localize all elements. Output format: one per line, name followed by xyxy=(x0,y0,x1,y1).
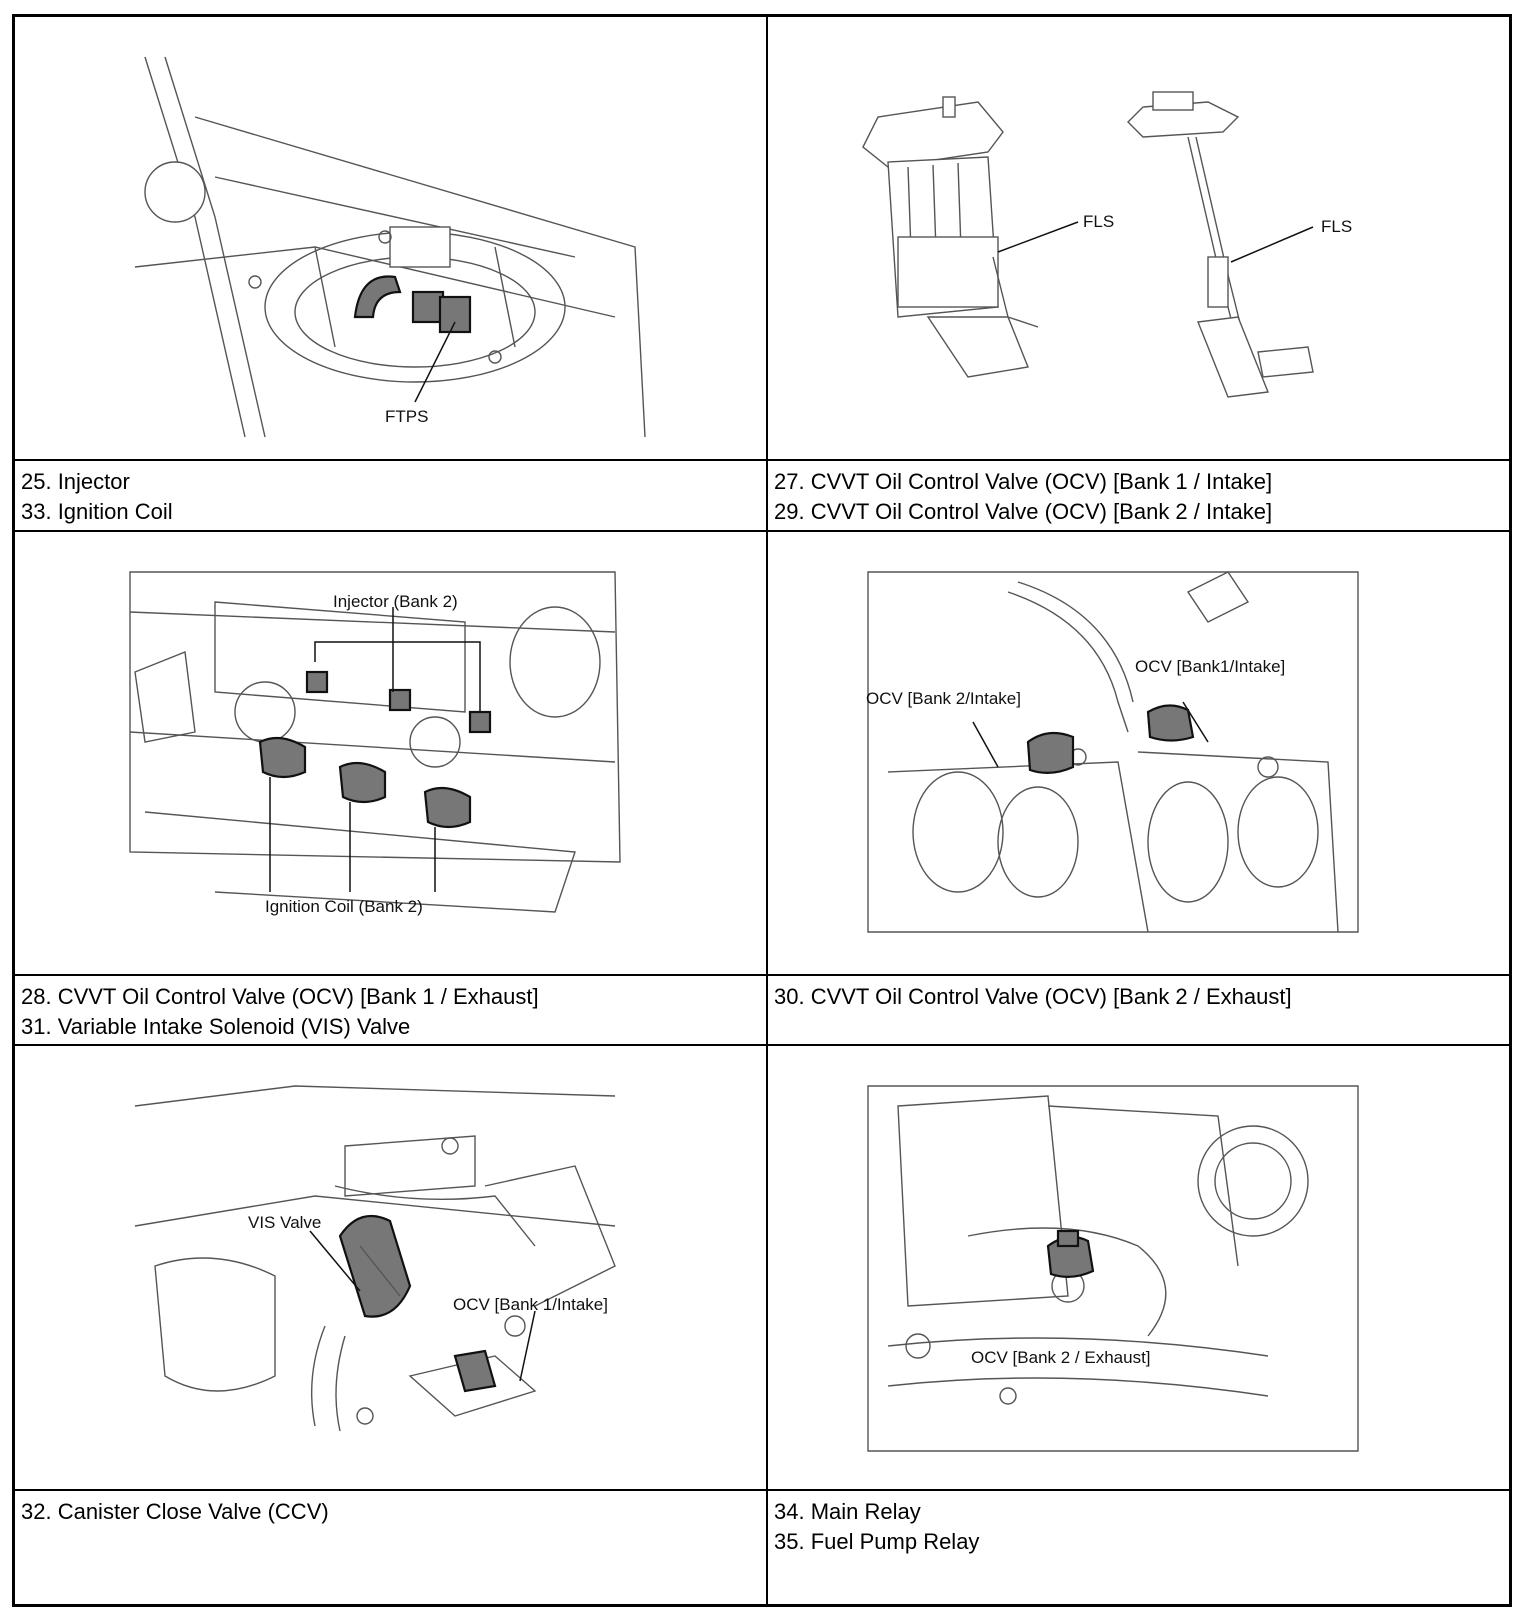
caption-panel-1: 25. Injector 33. Ignition Coil xyxy=(15,461,766,530)
label-ftps: FTPS xyxy=(385,407,428,426)
row-divider xyxy=(15,1044,1509,1046)
fls-illustration: FLS FLS xyxy=(768,17,1513,459)
label-ocv-bank1-intake-2: OCV [Bank 1/Intake] xyxy=(453,1295,608,1314)
injector-ignition-illustration: Injector (Bank 2) Ignition Coil (Bank 2) xyxy=(15,532,766,974)
caption-panel-2: 27. CVVT Oil Control Valve (OCV) [Bank 1… xyxy=(768,461,1513,530)
label-ocv-bank2-intake: OCV [Bank 2/Intake] xyxy=(866,689,1021,708)
caption-line: 28. CVVT Oil Control Valve (OCV) [Bank 1… xyxy=(21,984,539,1009)
label-fls-1: FLS xyxy=(1083,212,1114,231)
ocv-exhaust-illustration: OCV [Bank 2 / Exhaust] xyxy=(768,1046,1513,1489)
row-divider xyxy=(15,459,1509,461)
vis-valve-illustration: VIS Valve OCV [Bank 1/Intake] xyxy=(15,1046,766,1489)
caption-line: 27. CVVT Oil Control Valve (OCV) [Bank 1… xyxy=(774,469,1273,494)
caption-line: 32. Canister Close Valve (CCV) xyxy=(21,1499,329,1524)
caption-panel-3: 28. CVVT Oil Control Valve (OCV) [Bank 1… xyxy=(15,976,766,1044)
caption-line: 29. CVVT Oil Control Valve (OCV) [Bank 2… xyxy=(774,499,1273,524)
label-ocv-bank2-exhaust: OCV [Bank 2 / Exhaust] xyxy=(971,1348,1151,1367)
caption-line: 33. Ignition Coil xyxy=(21,499,173,524)
caption-panel-5: 32. Canister Close Valve (CCV) xyxy=(15,1491,766,1604)
column-divider xyxy=(766,17,768,1604)
label-ignition-coil-bank2: Ignition Coil (Bank 2) xyxy=(265,897,423,916)
label-fls-2: FLS xyxy=(1321,217,1352,236)
diagram-sheet: FTPS FLS FLS 25. Injector xyxy=(12,14,1512,1607)
row-divider xyxy=(15,1489,1509,1491)
caption-line: 34. Main Relay xyxy=(774,1499,921,1524)
caption-line: 25. Injector xyxy=(21,469,130,494)
caption-panel-6: 34. Main Relay 35. Fuel Pump Relay xyxy=(768,1491,1513,1604)
row-divider xyxy=(15,530,1509,532)
row-divider xyxy=(15,974,1509,976)
caption-panel-4: 30. CVVT Oil Control Valve (OCV) [Bank 2… xyxy=(768,976,1513,1044)
caption-line: 31. Variable Intake Solenoid (VIS) Valve xyxy=(21,1014,411,1039)
caption-line: 30. CVVT Oil Control Valve (OCV) [Bank 2… xyxy=(774,984,1292,1009)
label-ocv-bank1-intake: OCV [Bank1/Intake] xyxy=(1135,657,1285,676)
ftps-illustration: FTPS xyxy=(15,17,766,459)
ocv-intake-illustration: OCV [Bank1/Intake] OCV [Bank 2/Intake] xyxy=(768,532,1513,974)
label-injector-bank2: Injector (Bank 2) xyxy=(333,592,458,611)
caption-line: 35. Fuel Pump Relay xyxy=(774,1529,980,1554)
label-vis-valve: VIS Valve xyxy=(248,1213,321,1232)
